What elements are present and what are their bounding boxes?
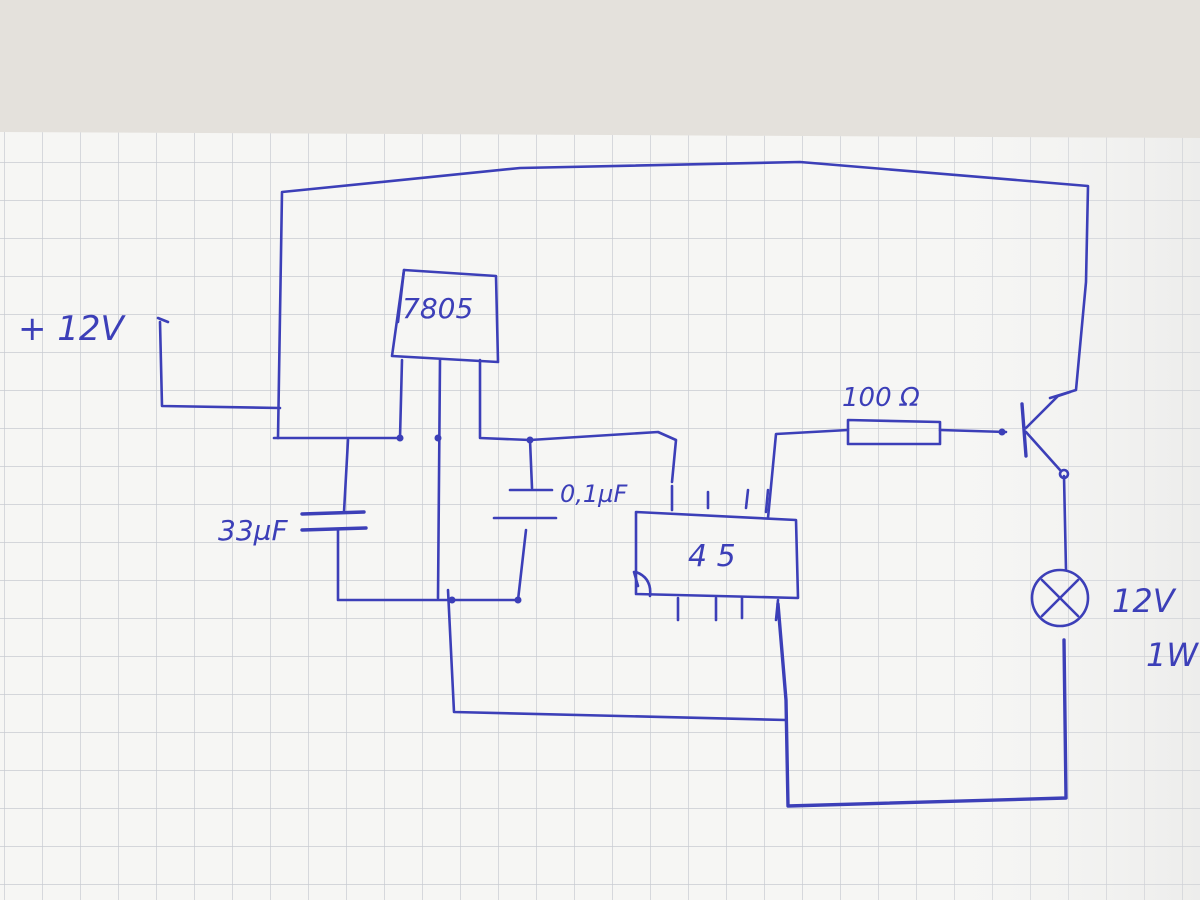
top-loop-wire	[276, 160, 1090, 440]
reg-output-leg	[478, 358, 532, 442]
capacitor-0-1uf-label: 0,1µF	[560, 480, 628, 508]
resistor-100-ohm: 100 Ω	[842, 383, 942, 446]
capacitor-33uf-label: 33µF	[218, 514, 288, 547]
lamp-voltage-label: 12V	[1112, 582, 1177, 620]
ic-output-wire	[766, 428, 850, 520]
ic-notch	[634, 570, 652, 598]
capacitor-33uf: 33µF	[218, 510, 368, 547]
bottom-return-wire	[776, 602, 1068, 808]
cap-small-top-lead	[528, 438, 534, 490]
reg-input-leg	[398, 358, 404, 440]
transistor-npn	[1020, 390, 1072, 480]
supply-label: + 12V	[18, 309, 127, 349]
regulator-label: 7805	[402, 292, 473, 325]
supply-tick	[156, 316, 170, 324]
ground-return-wire	[446, 588, 788, 722]
base-wire	[938, 428, 1008, 434]
output-rail-wire	[528, 430, 678, 484]
regulator-7805: 7805	[390, 268, 500, 364]
reg-ground-leg	[436, 358, 442, 600]
resistor-label: 100 Ω	[842, 383, 920, 413]
ic-chip: 4 5	[632, 484, 800, 622]
lamp-bulb: 12V 1W	[1030, 568, 1199, 674]
junction-dots	[396, 428, 1006, 604]
wires	[156, 160, 1090, 808]
paper-sheet	[0, 132, 1200, 900]
cap-large-top-lead	[342, 438, 350, 514]
ic-label: 4 5	[688, 539, 736, 574]
emitter-wire	[1062, 474, 1068, 572]
capacitor-0-1uf: 0,1µF	[492, 480, 628, 520]
supply-input-wire	[158, 320, 282, 410]
lamp-power-label: 1W	[1146, 636, 1199, 674]
